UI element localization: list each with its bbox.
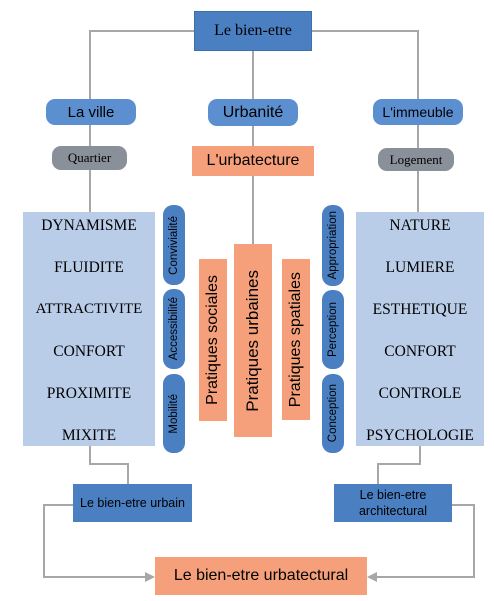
right-sub-box: Logement (378, 148, 454, 171)
right-panel-item: NATURE (389, 217, 451, 234)
connector-top-right (312, 30, 419, 100)
connector-top-left (89, 30, 194, 100)
column-label: Pratiques sociales (204, 275, 221, 405)
right-panel-item: PSYCHOLOGIE (366, 427, 474, 444)
left-pill-accessibilite: Accessibilité (163, 289, 185, 369)
top-title-box: Le bien-etre (194, 11, 312, 51)
column-pratiques-urbaines: Pratiques urbaines (234, 244, 272, 437)
bottom-left-label: Le bien-etre urbain (80, 496, 185, 510)
left-panel-item: FLUIDITE (54, 259, 124, 276)
right-panel-item: ESTHETIQUE (372, 301, 468, 318)
connector-left-final (43, 504, 152, 578)
final-box: Le bien-etre urbatectural (155, 557, 367, 595)
right-branch-title: L'immeuble (382, 104, 454, 120)
right-panel-item: CONFORT (384, 343, 456, 360)
arrowhead-right (367, 572, 377, 582)
right-branch-title-box: L'immeuble (373, 99, 463, 125)
left-panel-item: ATTRACTIVITE (35, 301, 143, 317)
left-branch-title-box: La ville (46, 99, 136, 125)
left-pill-label: Mobilité (168, 393, 180, 434)
left-sub-label: Quartier (67, 150, 112, 165)
center-sub-box: L'urbatecture (192, 146, 314, 176)
left-pill-convivialite: Convivialité (163, 205, 185, 285)
left-branch-title: La ville (67, 103, 115, 121)
left-pill-label: Accessibilité (168, 297, 180, 361)
column-pratiques-sociales: Pratiques sociales (199, 259, 227, 421)
left-panel: DYNAMISME FLUIDITE ATTRACTIVITE CONFORT … (23, 212, 155, 446)
left-panel-item: DYNAMISME (41, 217, 137, 234)
left-pill-mobilite: Mobilité (163, 374, 185, 453)
bottom-right-label-line2: architectural (358, 504, 428, 518)
right-panel-item: CONTROLE (378, 385, 462, 402)
connector-right-bottom (377, 446, 421, 484)
right-panel: NATURE LUMIERE ESTHETIQUE CONFORT CONTRO… (356, 212, 484, 446)
right-pill-appropriation: Appropriation (322, 205, 344, 286)
top-title: Le bien-etre (214, 22, 292, 39)
right-pill-label: Conception (327, 384, 339, 443)
bottom-right-label-line1: Le bien-etre (359, 488, 427, 502)
left-panel-item: PROXIMITE (46, 385, 132, 402)
right-pill-perception: Perception (322, 290, 344, 369)
right-pill-label: Appropriation (327, 211, 339, 280)
center-branch-title: Urbanité (222, 103, 284, 121)
column-pratiques-spatiales: Pratiques spatiales (282, 259, 310, 420)
right-pill-conception: Conception (322, 374, 344, 453)
right-pill-label: Perception (327, 302, 339, 357)
arrowhead-left (145, 572, 155, 582)
left-sub-box: Quartier (52, 146, 127, 170)
bottom-right-box: Le bien-etre architectural (334, 484, 452, 522)
left-panel-item: MIXITE (61, 427, 117, 444)
left-panel-item: CONFORT (53, 343, 125, 360)
connector-right-final (370, 504, 475, 578)
center-branch-title-box: Urbanité (208, 99, 298, 126)
center-sub-label: L'urbatecture (206, 152, 300, 169)
column-label: Pratiques urbaines (243, 269, 262, 412)
right-sub-label: Logement (389, 151, 443, 167)
connector-left-bottom (89, 446, 129, 484)
final-label: Le bien-etre urbatectural (173, 567, 349, 584)
right-panel-item: LUMIERE (385, 259, 455, 276)
left-pill-label: Convivialité (168, 215, 180, 275)
bottom-left-box: Le bien-etre urbain (73, 484, 192, 522)
column-label: Pratiques spatiales (287, 271, 304, 408)
